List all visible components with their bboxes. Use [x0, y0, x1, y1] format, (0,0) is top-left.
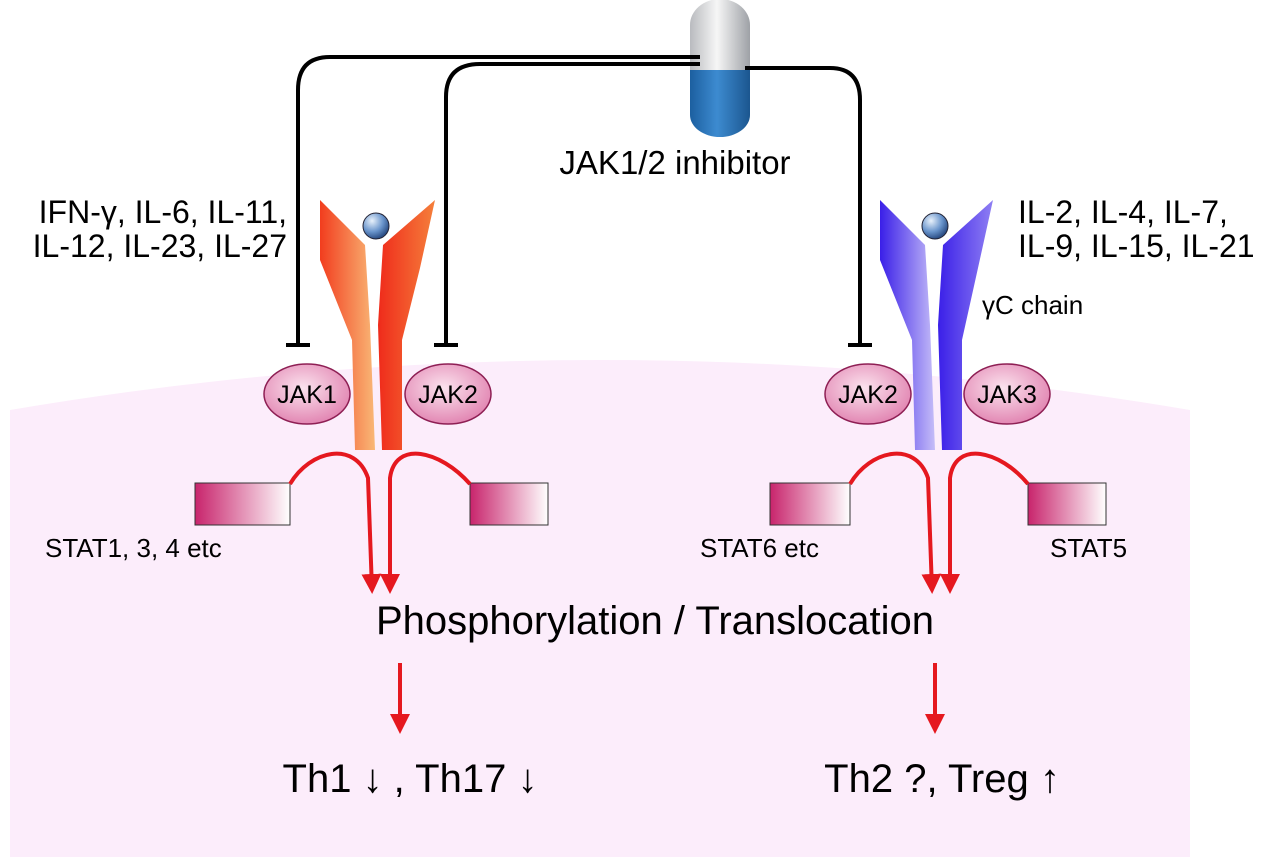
ligand-ball-right: [921, 212, 949, 240]
right-cytokines-line2: IL-9, IL-15, IL-21: [1018, 228, 1255, 264]
outcome-left: Th1 ↓ , Th17 ↓: [283, 757, 538, 801]
phosphorylation-arrows: [288, 451, 1030, 734]
stat-box-right-2: [1027, 482, 1107, 526]
jak2-right-label: JAK2: [838, 381, 898, 409]
jak2-left: [404, 363, 492, 425]
right-cytokines-line1: IL-2, IL-4, IL-7,: [1018, 194, 1228, 230]
jak1-left: [263, 363, 351, 425]
stat-boxes: [194, 482, 1107, 526]
left-receptor: [320, 200, 435, 450]
jak-ovals: JAK1 JAK2 JAK2 JAK3: [263, 363, 1051, 425]
stat6-label: STAT6 etc: [700, 533, 819, 563]
jak3-right: [963, 363, 1051, 425]
inhibition-line-jak2-left: [444, 62, 700, 345]
stat-left-label: STAT1, 3, 4 etc: [45, 533, 222, 563]
capsule-icon: [690, 0, 750, 137]
process-label: Phosphorylation / Translocation: [376, 599, 934, 643]
ligand-ball-left: [362, 212, 390, 240]
inhibitor-label: JAK1/2 inhibitor: [559, 144, 790, 181]
outcome-right: Th2 ?, Treg ↑: [824, 757, 1060, 801]
inhibition-line-jak1: [296, 55, 700, 345]
jak2-right: [824, 363, 912, 425]
jak2-left-label: JAK2: [418, 381, 478, 409]
left-cytokines-line1: IFN-γ, IL-6, IL-11,: [39, 194, 287, 230]
gamma-chain-label: γC chain: [982, 290, 1083, 320]
stat-box-right-1: [769, 482, 851, 526]
stat-box-left-2: [469, 482, 549, 526]
stat5-label: STAT5: [1050, 533, 1127, 563]
left-cytokines-line2: IL-12, IL-23, IL-27: [33, 228, 287, 264]
stat-box-left-1: [194, 482, 291, 526]
right-receptor: [880, 200, 993, 450]
inhibition-line-jak2-right: [745, 66, 862, 345]
cell-background: [10, 360, 1190, 857]
inhibition-lines: [286, 55, 872, 347]
jak1-left-label: JAK1: [277, 381, 337, 409]
jak3-right-label: JAK3: [977, 381, 1037, 409]
